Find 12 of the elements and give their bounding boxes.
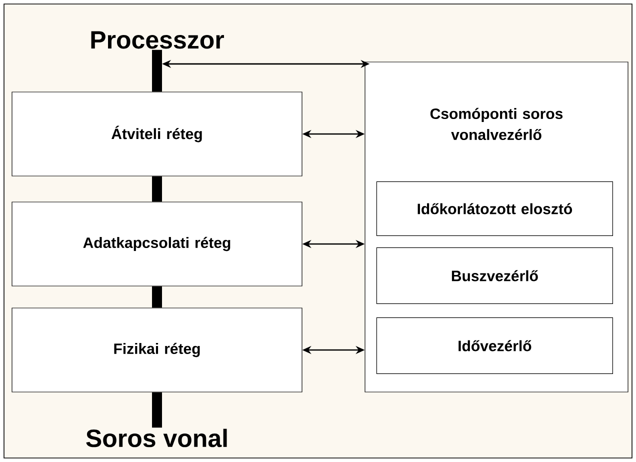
module-box: Buszvezérlő bbox=[376, 247, 613, 304]
module-box: Idővezérlő bbox=[376, 317, 613, 374]
heading-text: Processzor bbox=[91, 31, 224, 49]
bus-bar bbox=[152, 50, 162, 92]
bus-bar bbox=[152, 176, 162, 202]
heading-text: Soros vonal bbox=[86, 428, 227, 448]
module-box: Időkorlátozott elosztó bbox=[376, 181, 613, 236]
layer-box: Adatkapcsolati réteg bbox=[12, 202, 302, 286]
layer-box: Átviteli réteg bbox=[12, 92, 302, 176]
bus-bar bbox=[152, 286, 162, 308]
layer-box: Fizikai réteg bbox=[12, 308, 302, 392]
bus-bar bbox=[152, 392, 162, 428]
